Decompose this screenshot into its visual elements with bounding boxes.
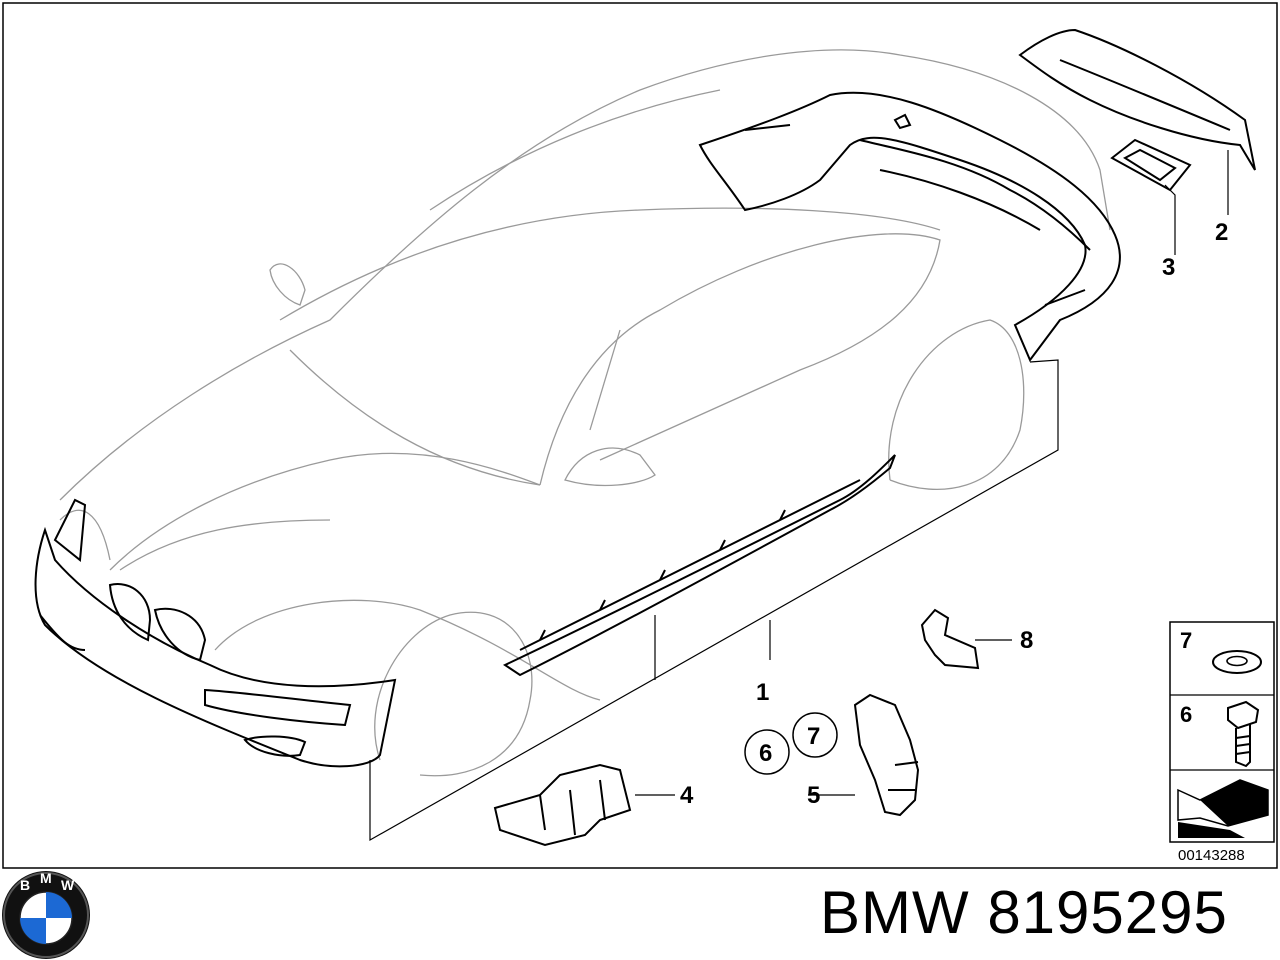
callout-3: 3 [1162,254,1175,281]
callout-6-circle [744,729,790,775]
callout-8: 8 [1020,627,1033,654]
callout-1: 1 [756,679,769,706]
bmw-logo-icon: B M W [2,870,90,959]
legend-bolt-number: 6 [1180,702,1192,727]
car-body-outline [59,49,1111,777]
callout-2: 2 [1215,219,1228,246]
callout-5: 5 [807,782,820,809]
callout-4: 4 [680,782,694,809]
direction-arrow-icon [1177,779,1269,838]
rear-bumper [698,91,1121,362]
air-duct-right [853,693,920,817]
callout-7: 7 [807,723,820,750]
callout-6: 6 [759,740,772,767]
part-number: 8195295 [987,879,1228,946]
legend-washer-number: 7 [1180,628,1192,653]
logo-letter-m: M [40,870,52,886]
logo-letter-w: W [61,877,75,893]
part-title: BMW 8195295 [820,878,1228,947]
brand-name: BMW [820,879,970,946]
callout-7-circle [792,712,838,758]
washer-icon [1212,650,1262,674]
rear-diffuser [1018,28,1256,171]
diagram-frame [2,2,1278,869]
air-duct-left [493,763,632,847]
side-skirt [502,454,896,677]
diagram-id: 00143288 [1178,847,1245,864]
fastener-legend: 7 6 [1169,621,1275,843]
rear-bracket [1110,138,1192,192]
bolt-icon [1227,700,1260,768]
logo-letter-b: B [20,877,30,893]
front-bumper [34,498,397,768]
holder-clip [920,608,980,670]
leader-lines [369,150,1229,842]
